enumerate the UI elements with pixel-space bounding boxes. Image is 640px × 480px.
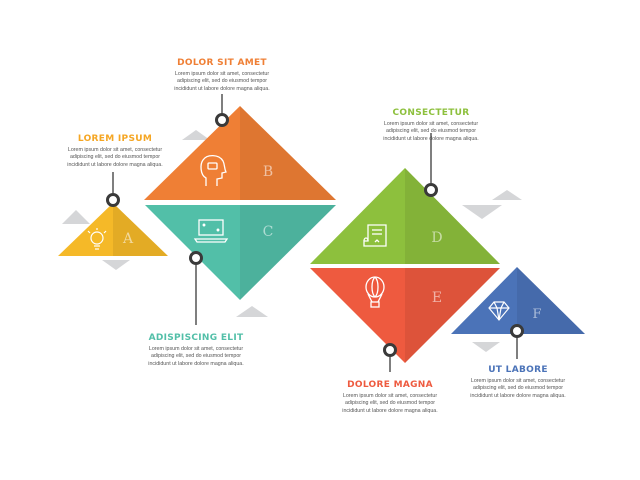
node-b xyxy=(215,113,229,127)
lightbulb-icon xyxy=(87,228,107,250)
certificate-icon xyxy=(363,224,387,247)
diamond-icon xyxy=(488,301,510,321)
triangle-a-letter: A xyxy=(122,231,134,247)
triangle-b-shade xyxy=(240,106,336,200)
triangle-a-shape xyxy=(58,203,168,256)
label-c: ADISPISCING ELIT Lorem ipsum dolor sit a… xyxy=(146,333,246,368)
deco-triangle xyxy=(102,260,130,270)
label-b: DOLOR SIT AMET Lorem ipsum dolor sit ame… xyxy=(172,58,272,93)
triangle-d-shape xyxy=(310,168,500,264)
connector-nodes xyxy=(106,113,524,357)
triangle-e-shape xyxy=(310,268,500,363)
connectors xyxy=(112,94,518,372)
node-d xyxy=(424,183,438,197)
triangle-f-letter: F xyxy=(532,307,541,322)
label-e-title: DOLORE MAGNA xyxy=(347,380,433,390)
label-e: DOLORE MAGNA Lorem ipsum dolor sit amet,… xyxy=(340,380,440,415)
label-a-title: LOREM IPSUM xyxy=(77,134,153,144)
deco-triangle xyxy=(182,130,210,140)
triangle-e-shade xyxy=(405,268,500,363)
triangle-c-letter: C xyxy=(263,224,274,240)
node-e xyxy=(383,343,397,357)
triangle-d: D xyxy=(310,168,500,264)
decorative-triangles xyxy=(62,130,522,352)
node-f xyxy=(510,324,524,338)
label-d-title: CONSECTETUR xyxy=(392,108,470,118)
triangle-b: B xyxy=(144,106,336,200)
deco-triangle xyxy=(492,190,522,200)
label-f-body: Lorem ipsum dolor sit amet, consectetur … xyxy=(470,378,566,399)
triangle-e-letter: E xyxy=(432,290,442,306)
triangle-b-letter: B xyxy=(263,164,273,180)
label-c-body: Lorem ipsum dolor sit amet, consectetur … xyxy=(148,346,244,367)
triangle-e: E xyxy=(310,268,500,363)
triangle-f-shape xyxy=(451,267,585,334)
label-f-title: UT LABORE xyxy=(488,365,548,375)
label-f: UT LABORE Lorem ipsum dolor sit amet, co… xyxy=(468,365,568,400)
triangle-a-shade xyxy=(113,203,168,256)
triangle-c-shape xyxy=(145,205,336,300)
triangle-d-letter: D xyxy=(431,230,442,246)
label-c-title: ADISPISCING ELIT xyxy=(148,333,244,343)
triangle-c-shade xyxy=(240,205,336,300)
triangle-a: A xyxy=(58,203,168,256)
label-a-body: Lorem ipsum dolor sit amet, consectetur … xyxy=(67,147,163,168)
head-chat-icon xyxy=(200,154,227,186)
deco-triangle xyxy=(62,210,90,224)
triangle-b-shape xyxy=(144,106,336,200)
triangle-c: C xyxy=(145,205,336,300)
triangle-f: F xyxy=(451,267,585,334)
label-b-body: Lorem ipsum dolor sit amet, consectetur … xyxy=(174,71,270,92)
label-b-title: DOLOR SIT AMET xyxy=(177,58,267,68)
node-c xyxy=(189,251,203,265)
label-e-body: Lorem ipsum dolor sit amet, consectetur … xyxy=(342,393,438,414)
triangle-f-shade xyxy=(517,267,585,334)
deco-triangle xyxy=(472,342,500,352)
label-d: CONSECTETUR Lorem ipsum dolor sit amet, … xyxy=(381,108,481,143)
label-d-body: Lorem ipsum dolor sit amet, consectetur … xyxy=(383,121,479,142)
hot-air-balloon-icon xyxy=(365,276,385,308)
deco-triangle xyxy=(462,205,502,219)
laptop-icon xyxy=(193,219,229,243)
node-a xyxy=(106,193,120,207)
deco-triangle xyxy=(236,306,268,317)
label-a: LOREM IPSUM Lorem ipsum dolor sit amet, … xyxy=(65,134,165,169)
